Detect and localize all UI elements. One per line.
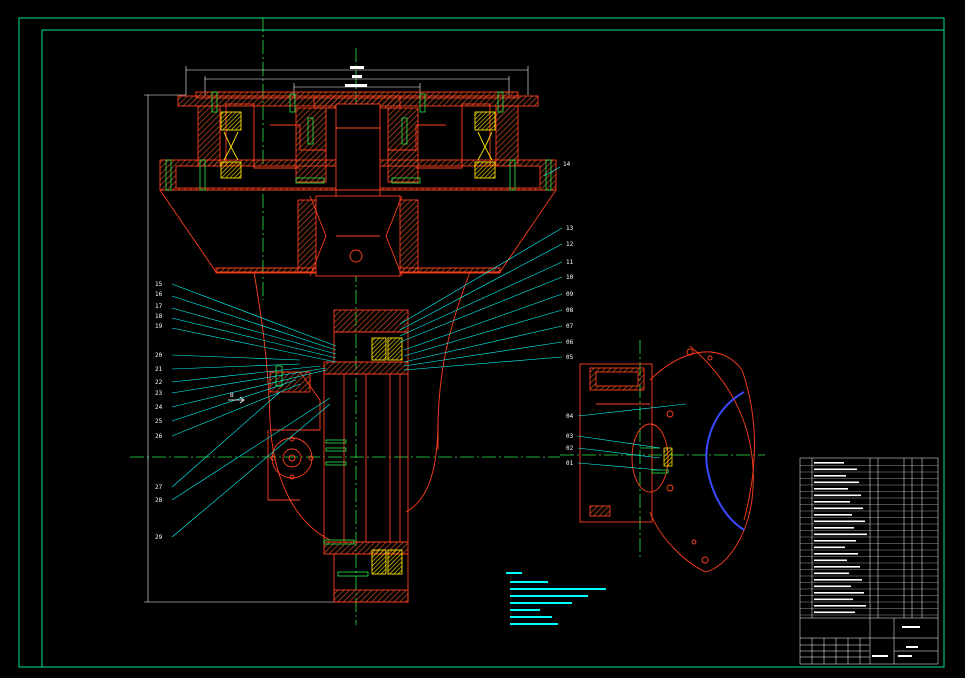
parts-list-row-text <box>814 566 860 568</box>
parts-list-row-text <box>814 585 851 588</box>
inner-frame <box>41 29 945 668</box>
parts-list-row-text <box>814 533 867 536</box>
detail-view <box>579 345 755 573</box>
parts-list-row-text <box>814 605 866 607</box>
parts-list-row-text <box>814 579 862 581</box>
part-number-label: 10 <box>566 274 574 281</box>
part-number-label: 16 <box>155 291 163 298</box>
view-arrow-b <box>228 396 245 404</box>
part-number-label: 12 <box>566 241 574 248</box>
part-number-label: 11 <box>566 259 574 266</box>
detail-bearing <box>663 447 673 467</box>
part-label-top: 14 <box>563 161 571 168</box>
part-number-label: 15 <box>155 281 163 288</box>
title-block-rows <box>800 462 938 616</box>
parts-list-row-text <box>814 507 863 510</box>
part-labels-right: 13 12 11 10 09 08 07 06 05 <box>566 225 574 361</box>
part-number-label: 26 <box>155 433 163 440</box>
lower-arm <box>253 271 471 541</box>
parts-list-row-text <box>814 611 855 614</box>
part-number-label: 03 <box>566 433 574 440</box>
part-number-label: 22 <box>155 379 163 386</box>
lower-green <box>275 365 369 577</box>
part-number-label: 23 <box>155 390 163 397</box>
part-number-label: 04 <box>566 413 574 420</box>
parts-list-row-text <box>814 488 848 490</box>
leader-lines <box>171 166 687 538</box>
parts-list-row-text <box>814 527 854 529</box>
part-number-label: 27 <box>155 484 163 491</box>
parts-list-row-text <box>814 501 850 503</box>
parts-list-row-text <box>814 514 852 516</box>
part-number-label: 09 <box>566 291 574 298</box>
part-number-label: 06 <box>566 339 574 346</box>
parts-list-row-text <box>814 494 861 497</box>
part-number-label: 05 <box>566 354 574 361</box>
parts-list-row-text <box>814 520 865 523</box>
parts-list-row-text <box>814 553 858 555</box>
lower-bearings <box>371 337 403 575</box>
parts-list-row-text <box>814 572 849 575</box>
part-number-label: 13 <box>566 225 574 232</box>
part-number-label: 17 <box>155 303 163 310</box>
part-number-label: 01 <box>566 460 574 467</box>
part-number-label: 20 <box>155 352 163 359</box>
parts-list-row-text <box>814 540 856 542</box>
technical-notes <box>506 572 606 625</box>
lower-shaft <box>323 309 409 603</box>
part-number-label: 29 <box>155 534 163 541</box>
parts-list-row-text <box>814 559 847 562</box>
part-number-label: 07 <box>566 323 574 330</box>
part-number-label: 25 <box>155 418 163 425</box>
parts-list-row-text <box>814 481 859 484</box>
parts-list-row-text <box>814 598 853 601</box>
part-number-label: 24 <box>155 404 163 411</box>
parts-list-row-text <box>814 592 864 594</box>
part-labels-left: 15 16 17 18 19 20 21 22 23 24 25 26 27 28 29 <box>155 281 163 541</box>
part-number-label: 18 <box>155 313 163 320</box>
part-number-label: 19 <box>155 323 163 330</box>
parts-list-row-text <box>814 468 857 471</box>
detail-accent <box>705 391 745 531</box>
part-number-label: 02 <box>566 445 574 452</box>
part-number-label: 21 <box>155 366 163 373</box>
part-number-label: 28 <box>155 497 163 504</box>
upper-bearings <box>220 111 496 179</box>
title-block-text <box>872 626 920 657</box>
part-number-label: 08 <box>566 307 574 314</box>
parts-list-row-text <box>814 462 844 464</box>
title-block <box>799 457 939 665</box>
arrow-label: B <box>230 392 234 399</box>
parts-list-row-text <box>814 475 846 477</box>
top-dimensions <box>144 66 529 603</box>
parts-list-row-text <box>814 546 845 549</box>
bolts <box>165 91 552 191</box>
part-labels-detail: 04 03 02 01 <box>566 413 574 467</box>
